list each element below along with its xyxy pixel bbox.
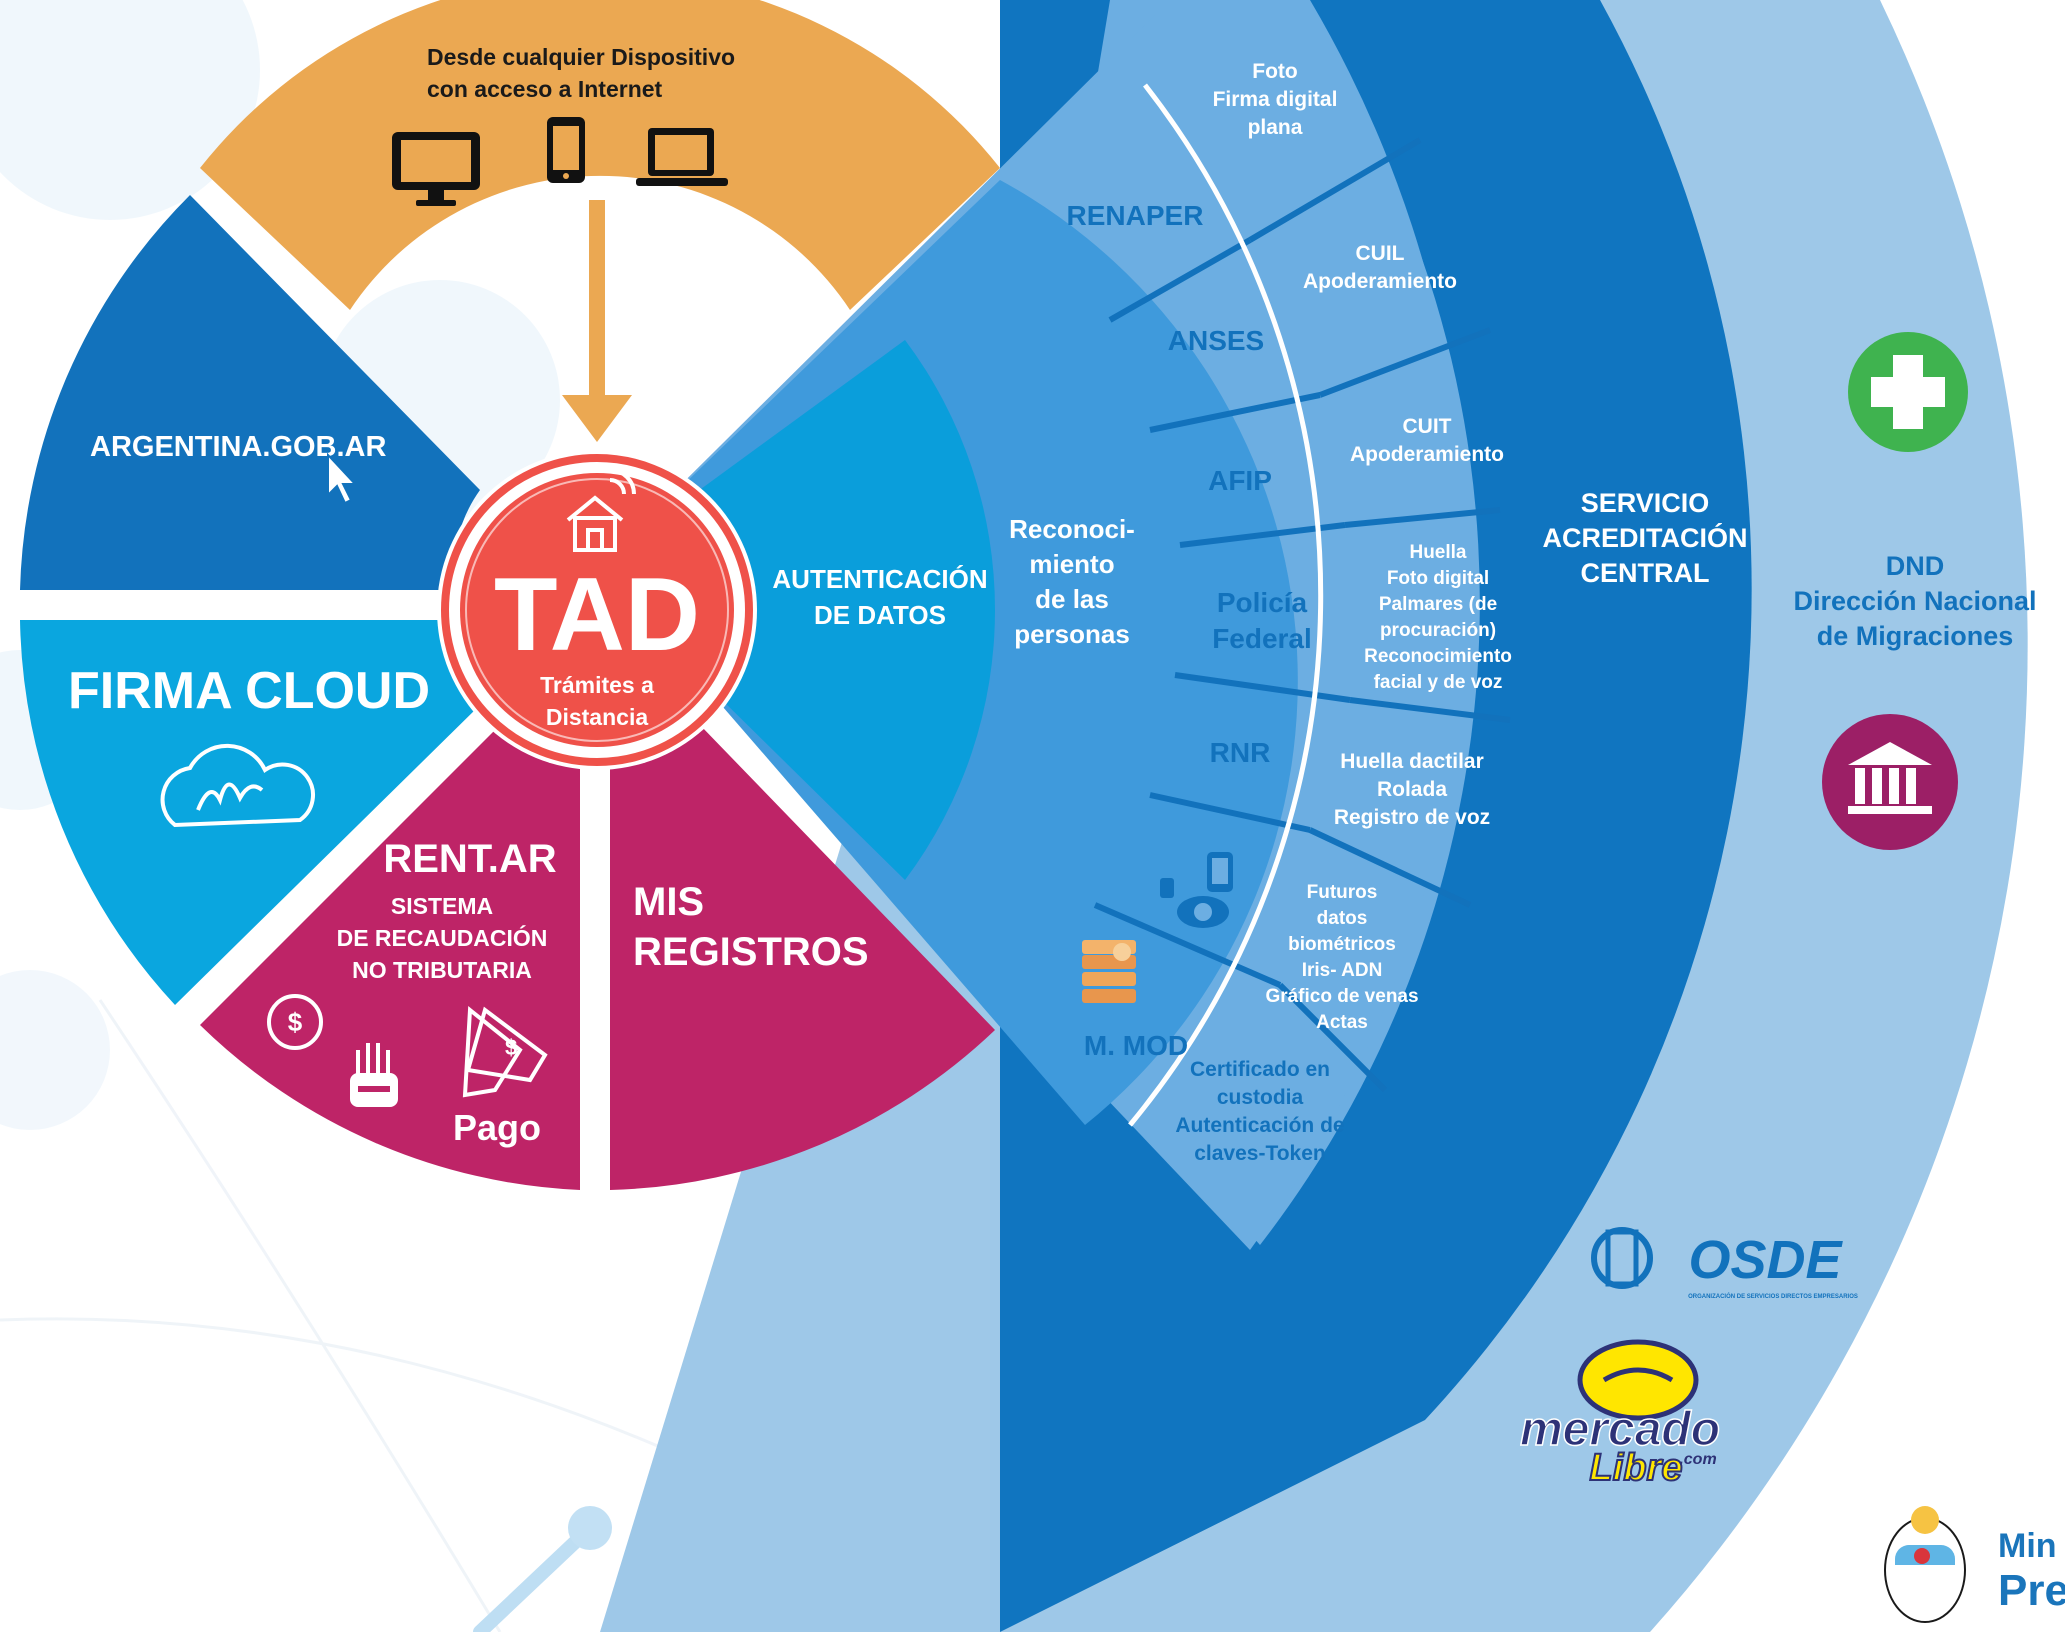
svg-text:Iris- ADN: Iris- ADN xyxy=(1302,960,1383,981)
svg-text:OSDE: OSDE xyxy=(1688,1230,1843,1290)
svg-text:Huella dactilar: Huella dactilar xyxy=(1340,750,1484,773)
svg-text:claves-Token: claves-Token xyxy=(1194,1142,1326,1165)
health-cross-icon xyxy=(1848,332,1968,452)
tad-center[interactable]: TAD Trámites a Distancia xyxy=(437,450,757,770)
agency-renaper: RENAPER xyxy=(1067,200,1204,231)
tad-subtitle-1: Trámites a xyxy=(540,672,654,698)
agency-anses: ANSES xyxy=(1168,325,1264,356)
mis-registros-line1: MIS xyxy=(633,880,704,924)
dnd-line1: DND xyxy=(1886,551,1945,581)
agency-rnr: RNR xyxy=(1210,737,1271,768)
svg-text:Autenticación de: Autenticación de xyxy=(1175,1114,1344,1137)
tad-subtitle-2: Distancia xyxy=(546,704,648,730)
rentar-line1: SISTEMA xyxy=(391,893,493,919)
autenticacion-line2: DE DATOS xyxy=(814,600,946,630)
background-decoration xyxy=(0,0,1001,1637)
svg-text:.com: .com xyxy=(1679,1451,1716,1468)
mis-registros-line2: REGISTROS xyxy=(633,930,869,974)
device-access-line1: Desde cualquier Dispositivo xyxy=(427,44,735,70)
service-labels: Foto Firma digital plana CUIL Apoderamie… xyxy=(1175,60,1512,1165)
mis-registros-segment[interactable] xyxy=(610,725,995,1190)
agency-separators xyxy=(1093,137,1511,1093)
argentina-gob-segment[interactable] xyxy=(20,195,480,590)
svg-text:Palmares (de: Palmares (de xyxy=(1379,594,1497,615)
agency-service-divider xyxy=(1128,83,1324,1127)
mercadolibre-logo: mercado Libre .com xyxy=(1519,1339,1721,1490)
cursor-icon xyxy=(327,452,358,505)
svg-text:facial y de voz: facial y de voz xyxy=(1374,672,1503,693)
svg-text:Foto: Foto xyxy=(1252,60,1297,83)
ministerio-line1: Min xyxy=(1998,1527,2057,1565)
agency-policia-1: Policía xyxy=(1217,587,1308,618)
banknotes-icon: $ xyxy=(462,1006,548,1098)
svg-text:Registro de voz: Registro de voz xyxy=(1334,806,1490,829)
svg-text:Futuros: Futuros xyxy=(1307,882,1378,903)
svg-text:Libre: Libre xyxy=(1590,1447,1683,1489)
stacked-layers-icon xyxy=(1082,940,1136,1003)
dnd-line2: Dirección Nacional xyxy=(1793,586,2036,616)
fan-autenticacion-region xyxy=(590,340,996,880)
svg-text:$: $ xyxy=(288,1007,303,1037)
svg-text:CUIL: CUIL xyxy=(1356,242,1405,265)
osde-logo: OSDE ORGANIZACIÓN DE SERVICIOS DIRECTOS … xyxy=(1591,1227,1858,1300)
device-access-segment[interactable] xyxy=(200,0,1000,310)
svg-text:Rolada: Rolada xyxy=(1377,778,1447,801)
servicio-line2: ACREDITACIÓN xyxy=(1543,522,1748,553)
firma-cloud-label: FIRMA CLOUD xyxy=(68,662,430,720)
svg-text:Actas: Actas xyxy=(1316,1012,1368,1033)
servicio-line1: SERVICIO xyxy=(1581,488,1710,518)
svg-text:personas: personas xyxy=(1014,619,1130,649)
agency-mmod: M. MOD xyxy=(1084,1030,1188,1061)
svg-text:Reconocimiento: Reconocimiento xyxy=(1364,646,1512,667)
cloud-signature-icon xyxy=(160,743,315,828)
smartphone-icon xyxy=(547,117,585,183)
svg-text:Firma digital: Firma digital xyxy=(1213,88,1338,111)
svg-text:Apoderamiento: Apoderamiento xyxy=(1303,270,1457,293)
agency-afip: AFIP xyxy=(1208,465,1272,496)
svg-text:datos: datos xyxy=(1317,908,1368,929)
argentina-gob-label: ARGENTINA.GOB.AR xyxy=(90,431,387,463)
servicio-line3: CENTRAL xyxy=(1581,558,1710,588)
svg-text:Apoderamiento: Apoderamiento xyxy=(1350,443,1504,466)
svg-text:plana: plana xyxy=(1248,116,1303,139)
svg-text:Certificado en: Certificado en xyxy=(1190,1058,1330,1081)
laptop-icon xyxy=(636,128,728,186)
device-access-line2: con acceso a Internet xyxy=(427,76,663,102)
institution-building-icon xyxy=(1822,714,1958,850)
svg-text:CUIT: CUIT xyxy=(1403,415,1452,438)
autenticacion-line1: AUTENTICACIÓN xyxy=(772,564,987,594)
svg-text:mercado: mercado xyxy=(1520,1403,1720,1456)
dollar-coin-icon: $ xyxy=(267,994,323,1050)
svg-text:custodia: custodia xyxy=(1217,1086,1304,1109)
reconocimiento-label: Reconoci- miento de las personas xyxy=(1009,514,1135,649)
rentar-title: RENT.AR xyxy=(383,837,556,881)
svg-text:$: $ xyxy=(505,1035,517,1060)
svg-text:biométricos: biométricos xyxy=(1288,934,1396,955)
svg-text:de las: de las xyxy=(1035,584,1109,614)
dnd-line3: de Migraciones xyxy=(1817,621,2014,651)
agency-labels: RENAPER ANSES AFIP Policía Federal RNR M… xyxy=(1067,200,1312,1061)
svg-text:procuración): procuración) xyxy=(1380,620,1496,641)
svg-text:Reconoci-: Reconoci- xyxy=(1009,514,1135,544)
rentar-line3: NO TRIBUTARIA xyxy=(352,957,532,983)
tad-title: TAD xyxy=(494,557,700,673)
svg-text:Huella: Huella xyxy=(1409,542,1466,563)
home-wifi-icon xyxy=(566,468,636,552)
rentar-line2: DE RECAUDACIÓN xyxy=(337,924,548,951)
ministerio-line2: Pre xyxy=(1998,1566,2065,1615)
svg-text:Gráfico de venas: Gráfico de venas xyxy=(1265,986,1418,1007)
svg-text:ORGANIZACIÓN DE SERVICIOS DIRE: ORGANIZACIÓN DE SERVICIOS DIRECTOS EMPRE… xyxy=(1688,1292,1858,1300)
biometric-eye-icon xyxy=(1160,852,1233,928)
hand-card-icon xyxy=(350,1043,398,1107)
device-arrow xyxy=(562,200,632,442)
svg-text:Foto digital: Foto digital xyxy=(1387,568,1489,589)
firma-cloud-segment[interactable] xyxy=(20,620,480,1005)
svg-text:miento: miento xyxy=(1029,549,1114,579)
argentina-seal-logo xyxy=(1884,1506,1966,1623)
agency-policia-2: Federal xyxy=(1212,623,1312,654)
pago-label: Pago xyxy=(453,1107,541,1148)
desktop-icon xyxy=(392,132,480,206)
